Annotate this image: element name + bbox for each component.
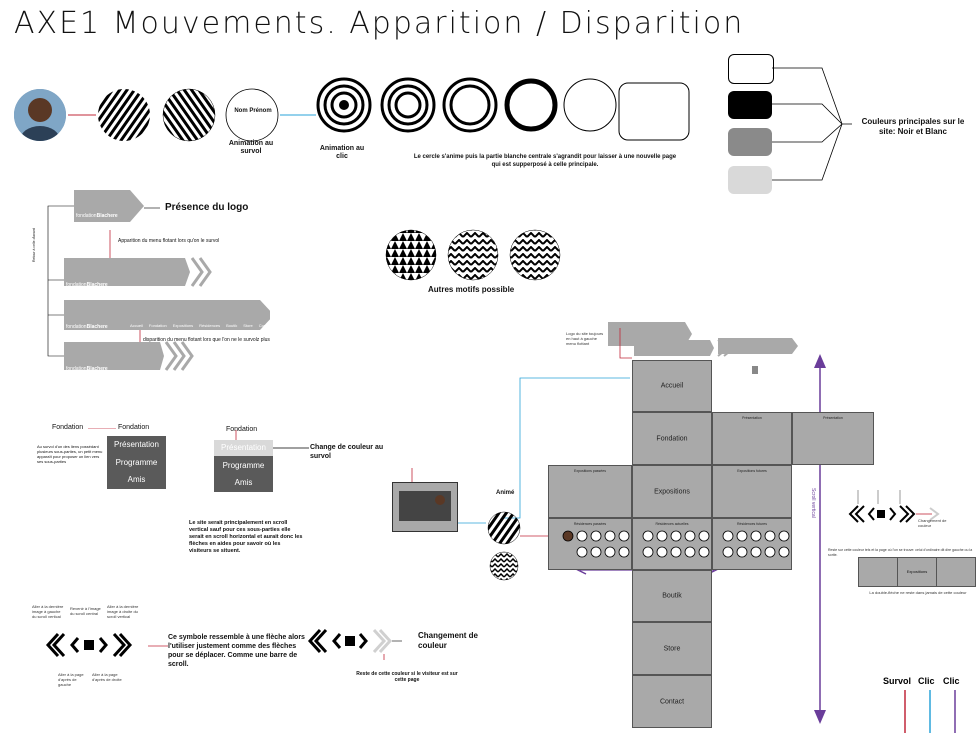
menu-item-presentation-hover[interactable]: Présentation: [214, 440, 273, 456]
colors-label: Couleurs principales sur le site: Noir e…: [861, 117, 965, 136]
nav-item[interactable]: Résidences: [199, 323, 221, 328]
stripe-circle-2: [163, 89, 215, 141]
nav-item[interactable]: Store: [243, 323, 253, 328]
fondation-label-a[interactable]: Fondation: [52, 424, 84, 431]
new-page-box: [618, 82, 690, 141]
page-fondation[interactable]: Fondation: [632, 412, 712, 465]
page-store[interactable]: Store: [632, 622, 712, 675]
dropdown-menu-2: Présentation Programme Amis: [214, 440, 273, 492]
menu-item-presentation[interactable]: Présentation: [114, 440, 159, 449]
legend-survol: Survol: [883, 676, 912, 686]
swatch-light-gray: [728, 166, 772, 194]
anime-circles: [487, 511, 521, 581]
popup-page: [392, 482, 458, 532]
name-label: Nom Prénom: [234, 108, 272, 114]
arrow-note-2: Revenir à l'image du scroll central: [70, 606, 101, 616]
logo-text-1: fondationBlachere: [76, 213, 118, 219]
disparition-note: disparition du menu flotant lors que l'o…: [143, 337, 270, 343]
page-title: AXE1 Mouvements. Apparition / Disparitio…: [14, 6, 745, 41]
scroll-note: Le site serait principalement en scroll …: [189, 520, 303, 554]
concentric-circle-2: [380, 77, 436, 133]
double-note: La double-flèche ne reste dans jamais de…: [869, 590, 967, 595]
legend-clic-2: Clic: [943, 676, 960, 686]
reste-note: Reste sur cette couleur tels et la page …: [828, 548, 973, 557]
nav-item[interactable]: Fondation: [148, 323, 167, 328]
logo-text-4: fondationBlachere: [66, 366, 108, 372]
arrow-nav-symbol[interactable]: [40, 620, 150, 670]
arrow-note-3: Aller à la dernière image à droite du sc…: [107, 604, 139, 619]
avatar: [14, 89, 66, 141]
arrow-note-5: Aller à la page d'après de droite: [92, 672, 122, 682]
arrow-note-4: Aller à la page d'après de gauche: [58, 672, 84, 687]
concentric-circle-4: [504, 78, 558, 132]
residence-circles: [562, 530, 790, 558]
change-color-title: Changement de couleur: [418, 631, 479, 650]
anim-clic-label: Animation au clic: [319, 145, 365, 160]
animation-row: [14, 77, 690, 142]
logo-note: Logo du site toujours en haut à gauche m…: [566, 331, 604, 346]
page-residences[interactable]: Résidences actuelles: [632, 518, 712, 570]
side-note: Retour à celle d'avant: [32, 228, 36, 262]
nav-item[interactable]: Contact: [258, 323, 273, 328]
dropdown-note: Au survol d'un des liens possédant plusi…: [37, 444, 103, 464]
swatch-black: [728, 91, 772, 119]
concentric-circle-1: [316, 77, 372, 133]
menu-item-amis[interactable]: Amis: [127, 475, 146, 484]
anim-survol-label: Animation au survol: [228, 140, 274, 155]
anime-label: Animé: [496, 490, 515, 496]
swatch-brace: [772, 67, 852, 181]
arrow-note-1: Aller à la dernière image à gauche du sc…: [32, 604, 64, 619]
logo-section-title: Présence du logo: [165, 202, 249, 213]
logo-banners: [47, 190, 270, 371]
expo-strip-label: Expositions: [898, 558, 937, 586]
menu-item-amis[interactable]: Amis: [234, 478, 253, 487]
expo-strip: Expositions: [858, 557, 976, 587]
nav-item[interactable]: Accueil: [130, 323, 143, 328]
hover-connector: [273, 447, 309, 449]
change-label: Change de couleur au survol: [310, 444, 384, 460]
concentric-circle-5: [563, 78, 617, 132]
swatch-white: [728, 54, 774, 84]
rest-note: Reste de cette couleur si le visiteur es…: [356, 671, 458, 683]
page-expo-left[interactable]: Expositions passées: [548, 465, 632, 518]
page-residences-left[interactable]: Résidences passées: [548, 518, 632, 570]
fondation-label-b[interactable]: Fondation: [118, 424, 150, 431]
logo-text-2: fondationBlachere: [66, 282, 108, 288]
changement-note: Changement de couleur: [918, 518, 947, 528]
nav-item[interactable]: Expositions: [172, 323, 194, 328]
symbol-note: Ce symbole ressemble à une flèche alors …: [168, 634, 305, 668]
swatch-gray: [728, 128, 772, 156]
page-boutik[interactable]: Boutik: [632, 570, 712, 622]
motifs-label: Autres motifs possible: [428, 285, 515, 294]
menu-item-programme[interactable]: Programme: [115, 458, 158, 467]
page-fondation-3[interactable]: Présentation: [792, 412, 874, 465]
fondation-label-c[interactable]: Fondation: [226, 426, 258, 433]
page-contact[interactable]: Contact: [632, 675, 712, 728]
site-map-lines: [411, 322, 956, 733]
page-residences-right[interactable]: Résidences futures: [712, 518, 792, 570]
menu-item-programme[interactable]: Programme: [222, 461, 265, 470]
logo-text-3: fondationBlachere: [66, 324, 108, 330]
arrow-connector: [148, 645, 168, 647]
dropdown-menu-1: Présentation Programme Amis: [107, 436, 166, 489]
stripe-circle-1: [98, 89, 150, 141]
page-accueil[interactable]: Accueil: [632, 360, 712, 412]
nav-item[interactable]: Boutik: [226, 323, 238, 328]
page-fondation-2[interactable]: Présentation: [712, 412, 792, 465]
page-expositions[interactable]: Expositions: [632, 465, 712, 518]
banner-nav: Accueil Fondation Expositions Résidences…: [130, 323, 273, 328]
concentric-circle-3: [442, 77, 498, 133]
scroll-vertical-label: Scroll vertical: [810, 488, 816, 518]
name-circle[interactable]: [225, 88, 279, 142]
motif-circles: [385, 229, 561, 281]
legend-clic-1: Clic: [918, 676, 935, 686]
dropdown-connectors: [88, 428, 237, 440]
apparition-note: Apparition du menu flotant lors qu'on le…: [118, 238, 220, 244]
circle-caption: Le cercle s'anime puis la partie blanche…: [413, 154, 677, 168]
page-expo-right[interactable]: Expositions futures: [712, 465, 792, 518]
arrow-nav-colored: [307, 628, 402, 660]
